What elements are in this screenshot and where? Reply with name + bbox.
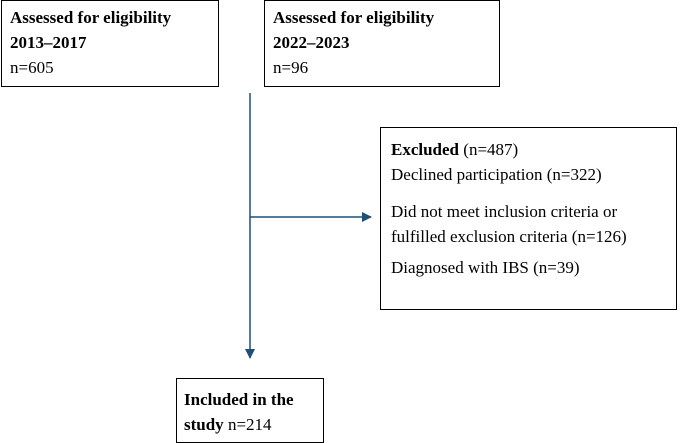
assessed-2013-title-line2: 2013–2017 xyxy=(10,33,87,52)
declined-participation: Declined participation (n=322) xyxy=(391,165,602,184)
included-box: Included in the study n=214 xyxy=(176,378,324,443)
assessed-2013-title-line1: Assessed for eligibility xyxy=(10,8,172,27)
excluded-heading-line: Excluded (n=487) xyxy=(391,137,676,162)
excluded-box: Excluded (n=487) Declined participation … xyxy=(380,127,677,310)
diagnosed-ibs: Diagnosed with IBS (n=39) xyxy=(391,258,580,277)
assessed-2013-count: n=605 xyxy=(10,58,54,77)
criteria-line2: fulfilled exclusion criteria (n=126) xyxy=(391,227,627,246)
included-line2: study n=214 xyxy=(184,412,323,437)
assessed-2022-title-line1: Assessed for eligibility xyxy=(273,8,435,27)
included-count: n=214 xyxy=(223,415,272,434)
included-study-label: study xyxy=(184,415,224,434)
excluded-heading-count: (n=487) xyxy=(459,140,519,159)
assessed-2013-2017-box: Assessed for eligibility 2013–2017 n=605 xyxy=(1,0,219,87)
excluded-heading: Excluded xyxy=(391,140,460,159)
criteria-line1: Did not meet inclusion criteria or xyxy=(391,202,618,221)
assessed-2022-title-line2: 2022–2023 xyxy=(273,33,350,52)
assessed-2022-count: n=96 xyxy=(273,58,309,77)
assessed-2022-2023-box: Assessed for eligibility 2022–2023 n=96 xyxy=(264,0,500,87)
included-line1: Included in the xyxy=(184,390,294,409)
